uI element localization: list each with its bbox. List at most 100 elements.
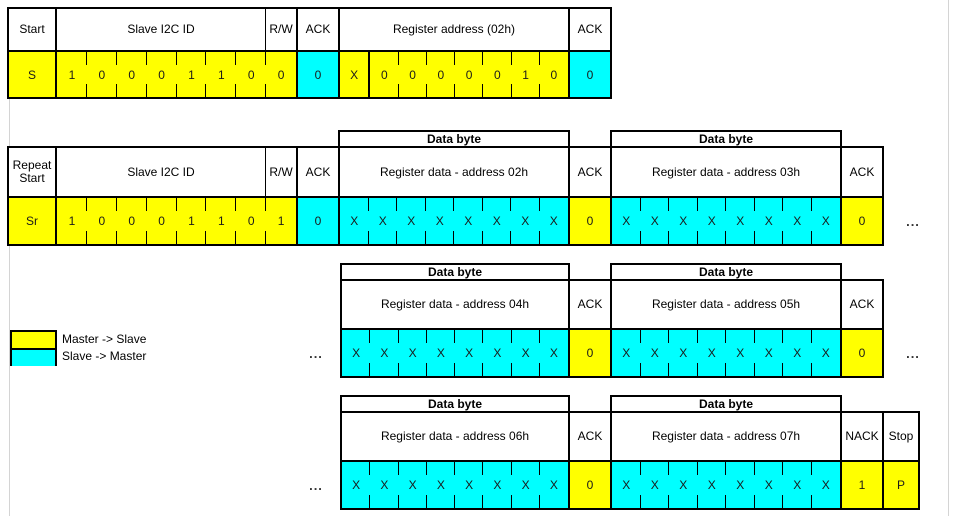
field-header-ack: ACK <box>296 7 340 52</box>
bit-value: X <box>736 478 745 492</box>
bit-cell: X <box>782 330 812 376</box>
bit-cell: 0 <box>115 52 147 97</box>
bit-cell: 1 <box>175 52 207 97</box>
bit-value: X <box>408 346 417 360</box>
bit-value: X <box>764 478 773 492</box>
bit-cell: X <box>367 198 398 244</box>
bit-value: X <box>679 478 688 492</box>
bit-value: X <box>465 478 474 492</box>
rw-header-label: R/W <box>269 164 293 179</box>
ellipsis: ... <box>906 213 920 229</box>
bit-value: X <box>764 346 773 360</box>
bit-value: 0 <box>158 214 165 228</box>
bit-value: X <box>464 214 473 228</box>
field-header-ack: ACK <box>840 279 884 330</box>
bit-cell: X <box>425 462 455 508</box>
bit-cell: 0 <box>235 198 266 244</box>
bit-cell: X <box>482 462 511 508</box>
bit-value: 0 <box>247 214 255 228</box>
field-header-label: ACK <box>577 164 603 179</box>
bit-value: X <box>622 478 631 492</box>
field-header-label: ACK <box>577 429 603 443</box>
bit-cell: 1 <box>175 198 207 244</box>
bit-cell: 1 <box>205 198 236 244</box>
bit-value: 0 <box>465 67 473 82</box>
field-bit-ack: 0 <box>296 196 340 246</box>
bit-cell: 0 <box>145 198 177 244</box>
bit-value: X <box>465 346 474 360</box>
bit-cell: X <box>424 198 455 244</box>
bit-value: X <box>407 214 416 228</box>
bit-cell: X <box>612 198 641 244</box>
bit-value: X <box>650 346 659 360</box>
bit-cell: X <box>782 462 812 508</box>
bit-value: X <box>352 478 361 492</box>
bit-cell: X <box>538 198 569 244</box>
bit-cell: X <box>753 330 784 376</box>
field-header-label: Register data - address 02h <box>379 164 529 179</box>
bit-value: 0 <box>586 478 594 492</box>
bit-value: 0 <box>586 214 594 228</box>
data-byte-strip: Data byte <box>610 263 842 281</box>
bit-cell: X <box>453 198 483 244</box>
bit-cell: X <box>425 330 455 376</box>
field-header-register-data-address-04h: Register data - address 04h <box>340 279 570 330</box>
bit-value: 0 <box>314 214 322 228</box>
bit-value: X <box>679 214 688 228</box>
bit-value: X <box>793 214 802 228</box>
bit-cell: 1 <box>57 198 87 244</box>
bit-value: X <box>492 214 501 228</box>
field-header-register-data-address-05h: Register data - address 05h <box>610 279 842 330</box>
bit-cell: 0 <box>145 52 177 97</box>
bit-value: 0 <box>128 214 136 228</box>
bit-cell: X <box>342 330 370 376</box>
bit-cell: X <box>725 462 755 508</box>
ellipsis: ... <box>309 345 323 361</box>
field-header-register-data-address-07h: Register data - address 07h <box>610 411 842 462</box>
bit-value: 0 <box>314 67 322 82</box>
bit-cell: X <box>725 198 755 244</box>
bit-cell: 0 <box>453 52 483 97</box>
field-header-repeat-start: Repeat Start <box>7 146 57 198</box>
bit-value: X <box>549 346 558 360</box>
field-header-label: Register address (02h) <box>392 22 516 36</box>
bit-value: Sr <box>26 214 38 228</box>
field-header-register-data-address-02h: Register data - address 02h <box>338 146 570 198</box>
field-header-label: ACK <box>305 164 331 179</box>
field-header-label: Register data - address 04h <box>380 297 530 311</box>
bit-value: X <box>493 478 502 492</box>
field-header-label: ACK <box>305 22 331 36</box>
bit-cell: 0 <box>425 52 455 97</box>
rw-divider <box>265 148 266 196</box>
field-header-label: Register data - address 06h <box>380 429 530 443</box>
field-header-ack: ACK <box>296 146 340 198</box>
field-header-ack: ACK <box>568 146 612 198</box>
legend-label-slave-to-master: Slave -> Master <box>62 349 147 363</box>
bit-value: X <box>436 478 445 492</box>
bit-cell: X <box>639 330 670 376</box>
bit-cell: X <box>453 462 483 508</box>
field-header-ack: ACK <box>568 411 612 462</box>
bit-value: 0 <box>858 214 866 228</box>
bit-cell: X <box>342 462 370 508</box>
field-header-label: Register data - address 07h <box>651 429 801 443</box>
data-byte-strip-label: Data byte <box>427 264 483 279</box>
field-bit-ack: 0 <box>840 196 884 246</box>
field-bit-ack: 0 <box>568 196 612 246</box>
bit-value: X <box>380 478 389 492</box>
field-bit-ack: 0 <box>568 328 612 378</box>
bit-value: 1 <box>858 478 866 492</box>
field-header-label: Stop <box>888 429 914 443</box>
rw-divider <box>265 9 266 50</box>
bit-cell: X <box>696 330 727 376</box>
bit-value: X <box>736 214 745 228</box>
field-bit-ack: 0 <box>568 460 612 510</box>
bit-value: 0 <box>98 67 106 82</box>
bit-value: 0 <box>494 67 501 82</box>
bit-cell: X <box>696 462 727 508</box>
field-bit-start: S <box>7 50 57 99</box>
